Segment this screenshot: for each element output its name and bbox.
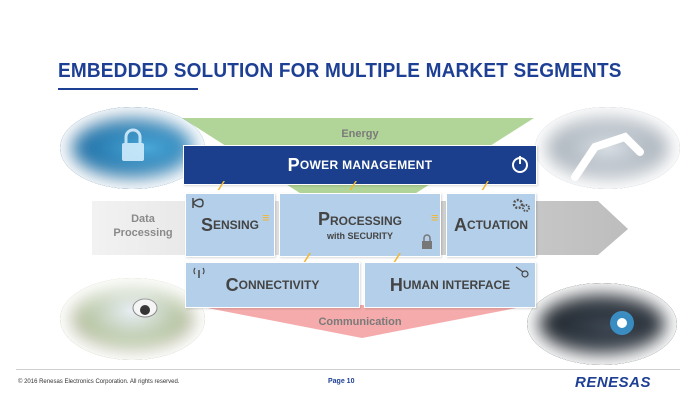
actuation-label: CTUATION [466, 218, 529, 232]
gears-icon [511, 197, 531, 213]
lock-icon [420, 234, 434, 250]
page-number: Page 10 [328, 378, 355, 385]
touchscreen-icon [610, 311, 634, 335]
human-interface-initial: H [389, 274, 403, 295]
sensing-initial: S [200, 214, 213, 235]
connector-power-processing: ⁄⁄⁄ [352, 178, 354, 193]
camera-icon [132, 298, 158, 318]
connectivity-label: ONNECTIVITY [238, 278, 320, 292]
communication-label: Communication [318, 316, 402, 328]
connectivity-initial: C [225, 274, 239, 295]
copyright-text: © 2016 Renesas Electronics Corporation. … [18, 379, 180, 385]
processing-subtitle: with SECURITY [326, 231, 393, 241]
renesas-logo: RENESAS [575, 374, 652, 391]
connector-power-actuation: ⁄⁄⁄ [484, 178, 486, 193]
processing-title: PROCESSING [318, 209, 402, 230]
processing-initial: P [317, 209, 330, 229]
robot-arm-icon [571, 132, 644, 181]
connector-processing-connectivity: ⁄⁄⁄ [306, 250, 308, 265]
data-processing-label: Data Processing [104, 212, 182, 240]
surveillance-camera-photo [60, 278, 205, 360]
title-underline [58, 88, 198, 90]
connector-processing-human-interface: ⁄⁄⁄ [396, 250, 398, 265]
energy-label: Energy [341, 128, 379, 140]
footer-divider [16, 369, 680, 370]
human-interface-label: UMAN INTERFACE [402, 278, 511, 292]
connector-power-sensing: ⁄⁄⁄ [220, 178, 222, 193]
power-management-label: OWER MANAGEMENT [299, 158, 433, 172]
data-processing-line-1: Data [131, 213, 155, 225]
car-dashboard-photo [527, 283, 677, 365]
slide-title: EMBEDDED SOLUTION FOR MULTIPLE MARKET SE… [58, 60, 622, 82]
power-management-initial: P [287, 154, 300, 175]
connector-sensing-processing: ≡ [262, 210, 269, 225]
touch-icon [513, 265, 531, 279]
actuation-initial: A [453, 214, 467, 235]
sensor-icon [190, 196, 206, 210]
connector-processing-actuation: ≡ [431, 210, 438, 225]
antenna-icon [190, 265, 208, 279]
robot-arm-photo [535, 107, 680, 189]
processing-label: ROCESSING [330, 214, 403, 228]
sensing-label: ENSING [213, 218, 260, 232]
power-icon [510, 154, 530, 174]
processing-box: PROCESSING with SECURITY [279, 193, 441, 257]
data-processing-line-2: Processing [113, 227, 173, 239]
security-photo [60, 107, 205, 189]
